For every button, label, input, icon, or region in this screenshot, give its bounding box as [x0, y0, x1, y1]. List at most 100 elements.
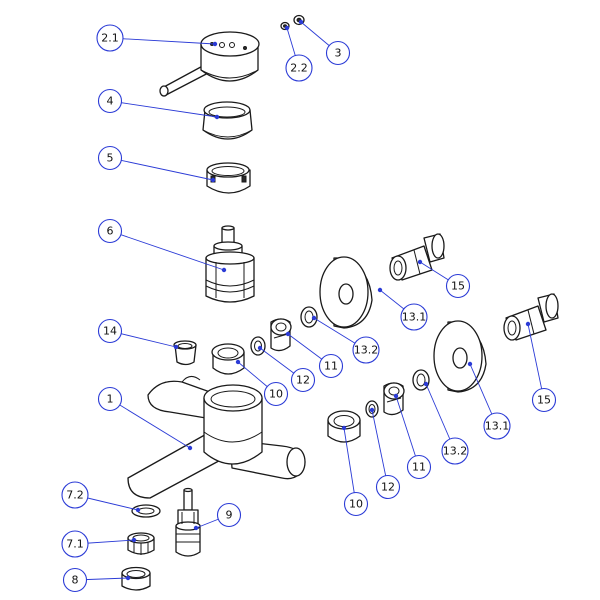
leader-dot	[341, 425, 347, 431]
leader-dot	[173, 344, 179, 350]
leader-dot	[214, 114, 220, 120]
nut-lower-part	[327, 410, 361, 443]
leader-dot	[210, 177, 216, 183]
eccentric-lower-part	[503, 293, 559, 341]
callout-label: 13.2	[443, 445, 468, 458]
leader-dot	[377, 287, 383, 293]
callout-label: 2.2	[290, 62, 308, 75]
callout-bubble: 1	[97, 386, 123, 412]
callout-circle	[97, 318, 123, 344]
callout-circle	[375, 474, 401, 500]
leader-line	[109, 398, 191, 449]
leader-dot	[285, 331, 291, 337]
leader-line	[371, 409, 389, 488]
leader-line	[109, 37, 216, 45]
leader-dot	[417, 259, 423, 265]
leader-line	[395, 395, 420, 468]
diverter-part	[175, 487, 201, 557]
callout-bubble: 6	[97, 218, 123, 244]
callout-label: 13.1	[485, 420, 510, 433]
eccentric-upper-part	[389, 233, 445, 281]
callout-bubble: 7.1	[61, 530, 89, 558]
washer-upper-part	[250, 336, 266, 356]
leader-dot	[212, 41, 218, 47]
callout-circle	[352, 336, 380, 364]
callout-bubble: 4	[97, 88, 123, 114]
leader-dot	[369, 407, 375, 413]
callout-circle	[62, 567, 88, 593]
callout-circle	[290, 367, 316, 393]
callout-bubble: 12	[290, 367, 316, 393]
callout-label: 4	[107, 95, 114, 108]
callout-circle	[61, 481, 89, 509]
callout-bubble: 12	[375, 474, 401, 500]
leader-dot	[257, 345, 263, 351]
callout-label: 11	[412, 461, 426, 474]
callout-circle	[325, 40, 351, 66]
callout-label: 2.1	[101, 32, 119, 45]
handle-lever-part	[159, 31, 260, 97]
callout-bubble: 9	[216, 502, 242, 528]
callout-bubble: 10	[263, 381, 289, 407]
cover-cap-part	[202, 101, 253, 140]
sleeve-part	[173, 340, 197, 366]
callout-bubble: 15	[531, 387, 557, 413]
callout-circle	[445, 273, 471, 299]
callout-circle	[441, 437, 469, 465]
callout-bubble: 11	[318, 353, 344, 379]
callout-bubble: 3	[325, 40, 351, 66]
callout-label: 7.1	[66, 538, 84, 551]
callout-label: 6	[107, 225, 114, 238]
callout-bubble: 13.1	[483, 412, 511, 440]
callout-label: 9	[226, 509, 233, 522]
leader-dot	[187, 445, 193, 451]
check-valve-lower-part	[383, 382, 405, 416]
leader-dot	[193, 525, 199, 531]
callout-label: 15	[537, 394, 551, 407]
leader-dot	[221, 267, 227, 273]
leader-dot	[525, 321, 531, 327]
aerator-part	[127, 532, 155, 555]
callout-bubble: 8	[62, 567, 88, 593]
callout-bubble: 15	[445, 273, 471, 299]
callout-circle	[483, 412, 511, 440]
callout-circle	[97, 145, 123, 171]
callout-label: 11	[324, 360, 338, 373]
escutcheon-upper-part	[319, 256, 373, 329]
leader-dot	[423, 381, 429, 387]
callout-circle	[97, 218, 123, 244]
callout-circle	[97, 386, 123, 412]
callout-circle	[343, 491, 369, 517]
leader-dot	[135, 507, 141, 513]
mixer-body-part	[127, 376, 306, 499]
callout-circle	[400, 303, 428, 331]
leader-dot	[298, 19, 304, 25]
callout-circle	[318, 353, 344, 379]
callout-bubble: 2.2	[285, 54, 313, 82]
callout-bubble: 13.1	[400, 303, 428, 331]
callout-circle	[96, 24, 124, 52]
nut-upper-part	[211, 343, 245, 375]
retaining-ring-part	[206, 162, 251, 194]
callout-bubble: 7.2	[61, 481, 89, 509]
leader-dot	[284, 25, 290, 31]
callout-bubble: 5	[97, 145, 123, 171]
callout-bubble: 11	[406, 454, 432, 480]
leader-line	[527, 323, 545, 401]
callout-bubble: 2.1	[96, 24, 124, 52]
leader-line	[343, 427, 357, 505]
callout-circle	[406, 454, 432, 480]
callout-label: 12	[381, 481, 395, 494]
callout-label: 7.2	[66, 489, 84, 502]
callout-circle	[216, 502, 242, 528]
callout-label: 15	[451, 280, 465, 293]
leader-dot	[311, 315, 317, 321]
callout-label: 8	[72, 574, 79, 587]
callout-bubble: 14	[97, 318, 123, 344]
callout-bubble: 10	[343, 491, 369, 517]
o-ring-lower-part	[412, 369, 430, 391]
callout-circle	[61, 530, 89, 558]
